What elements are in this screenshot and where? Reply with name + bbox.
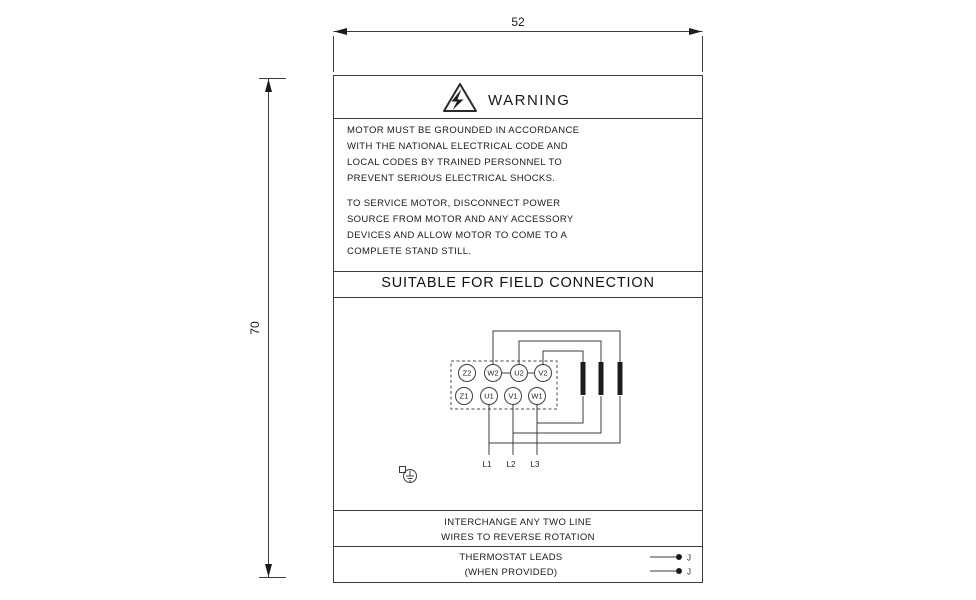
warning-text-line: PREVENT SERIOUS ELECTRICAL SHOCKS. bbox=[347, 173, 556, 184]
dimension-arrow-up-icon bbox=[265, 79, 272, 92]
label-outline bbox=[333, 75, 703, 583]
terminal-label-w2: W2 bbox=[487, 369, 498, 378]
terminal-label-v1: V1 bbox=[508, 392, 517, 401]
terminal-label-z1: Z1 bbox=[460, 392, 469, 401]
terminal-u1 bbox=[480, 387, 498, 405]
warning-text-line: TO SERVICE MOTOR, DISCONNECT POWER bbox=[347, 198, 561, 209]
top-dimension: 52 bbox=[333, 15, 703, 72]
thermostat-lead-dot-1 bbox=[676, 554, 682, 560]
width-dimension-value: 52 bbox=[511, 15, 525, 29]
wire-loop-u1-coil3 bbox=[489, 396, 621, 444]
wire-loop-v1-coil2 bbox=[513, 396, 602, 434]
line-label-l2: L2 bbox=[507, 460, 516, 469]
warning-text-line: DEVICES AND ALLOW MOTOR TO COME TO A bbox=[347, 230, 568, 241]
thermostat-note-line: (WHEN PROVIDED) bbox=[464, 566, 558, 578]
wire-u2-coil2 bbox=[518, 340, 602, 365]
lightning-bolt-icon bbox=[451, 89, 464, 110]
thermostat-lead-label-2: J bbox=[687, 568, 691, 577]
terminal-label-u2: U2 bbox=[514, 369, 524, 378]
terminal-label-v2: V2 bbox=[538, 369, 547, 378]
terminal-z2 bbox=[458, 364, 476, 382]
warning-text-line: COMPLETE STAND STILL. bbox=[347, 246, 472, 257]
line-label-l3: L3 bbox=[531, 460, 540, 469]
terminal-z1 bbox=[455, 387, 473, 405]
interchange-note-line: WIRES TO REVERSE ROTATION bbox=[441, 532, 595, 543]
height-dimension-value: 70 bbox=[248, 321, 262, 335]
thermostat-note-line: THERMOSTAT LEADS bbox=[459, 552, 563, 563]
terminal-label-w1: W1 bbox=[531, 392, 542, 401]
thermostat-leads: J J bbox=[650, 554, 691, 577]
wire-w2-coil3 bbox=[492, 330, 621, 365]
terminal-u2 bbox=[510, 364, 528, 382]
dimension-arrow-right-icon bbox=[689, 28, 702, 35]
warning-body-text: MOTOR MUST BE GROUNDED IN ACCORDANCE WIT… bbox=[347, 123, 579, 260]
terminal-v1 bbox=[504, 387, 522, 405]
wire-loop-w1-coil1 bbox=[537, 396, 584, 424]
terminal-label-u1: U1 bbox=[484, 392, 494, 401]
warning-text-line: MOTOR MUST BE GROUNDED IN ACCORDANCE bbox=[347, 125, 580, 136]
dimension-arrow-down-icon bbox=[265, 564, 272, 577]
thermostat-note: THERMOSTAT LEADS (WHEN PROVIDED) bbox=[333, 551, 689, 580]
left-dimension: 70 bbox=[248, 78, 286, 578]
terminal-label-z2: Z2 bbox=[463, 369, 472, 378]
coil-bar-3 bbox=[617, 362, 623, 395]
warning-text-line: LOCAL CODES BY TRAINED PERSONNEL TO bbox=[347, 157, 563, 168]
field-connection-title: SUITABLE FOR FIELD CONNECTION bbox=[381, 275, 655, 291]
dimension-arrow-left-icon bbox=[334, 28, 347, 35]
warning-text-line: WITH THE NATIONAL ELECTRICAL CODE AND bbox=[347, 141, 568, 152]
wire-v2-coil1 bbox=[542, 350, 584, 365]
interchange-note-line: INTERCHANGE ANY TWO LINE bbox=[444, 517, 592, 528]
coil-bar-1 bbox=[580, 362, 586, 395]
wiring-diagram: Z2 W2 U2 V2 Z1 U1 V1 W1 L1 L2 L3 bbox=[399, 330, 623, 483]
terminal-w1 bbox=[528, 387, 546, 405]
coil-bar-2 bbox=[598, 362, 604, 395]
warning-header: WARNING bbox=[443, 83, 570, 112]
warning-title: WARNING bbox=[488, 92, 570, 109]
ground-symbol-icon bbox=[399, 466, 417, 483]
warning-text-line: SOURCE FROM MOTOR AND ANY ACCESSORY bbox=[347, 214, 574, 225]
thermostat-lead-dot-2 bbox=[676, 568, 682, 574]
thermostat-lead-label-1: J bbox=[687, 554, 691, 563]
terminal-w2 bbox=[484, 364, 502, 382]
warning-triangle-icon bbox=[443, 83, 477, 112]
interchange-note: INTERCHANGE ANY TWO LINE WIRES TO REVERS… bbox=[333, 515, 703, 545]
terminal-v2 bbox=[534, 364, 552, 382]
line-label-l1: L1 bbox=[483, 460, 492, 469]
